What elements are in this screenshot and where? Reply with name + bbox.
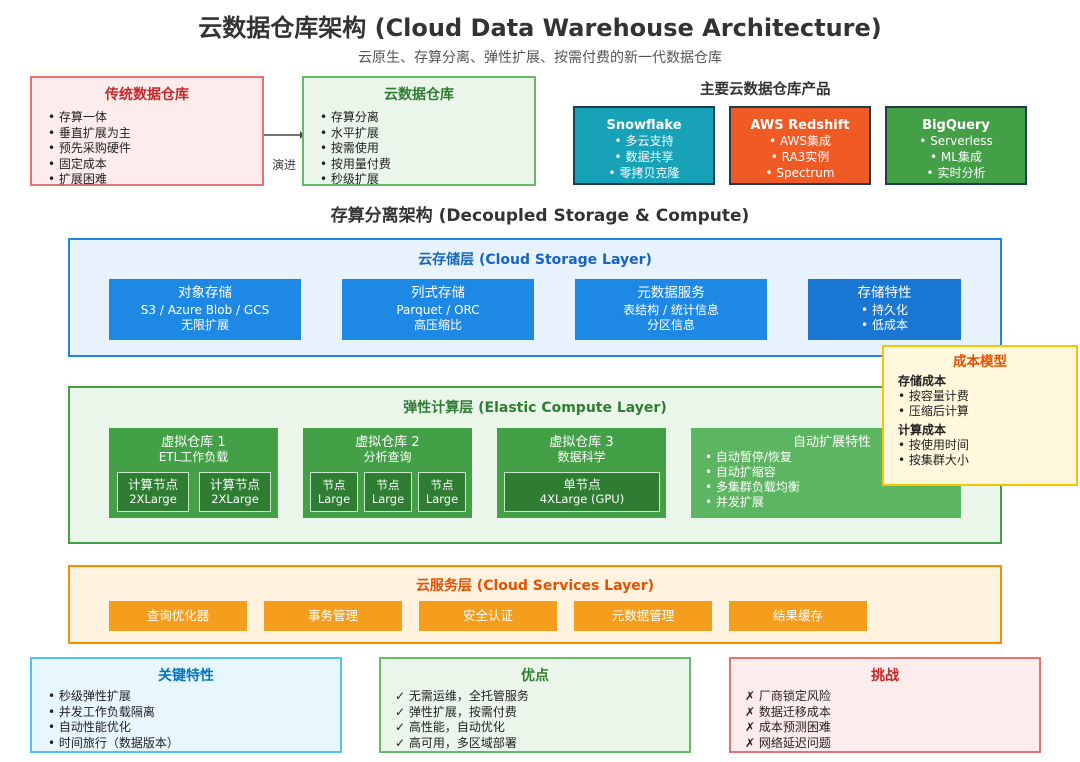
list-item: ✗ 厂商锁定风险 <box>745 689 831 703</box>
list-item: 秒级弹性扩展 <box>48 689 340 705</box>
service-item: 元数据管理 <box>574 601 712 631</box>
list-item: 并发工作负载隔离 <box>48 705 340 721</box>
challenges-panel: 挑战 ✗ 厂商锁定风险 ✗ 数据迁移成本 ✗ 成本预测困难 ✗ 网络延迟问题 <box>729 657 1041 753</box>
list-item: ✗ 数据迁移成本 <box>745 704 831 719</box>
list-item: 按用量付费 <box>320 157 534 173</box>
list-item: ✓ 弹性扩展，按需付费 <box>395 704 517 719</box>
compute-node: 节点 Large <box>310 472 358 512</box>
decoupled-title: 存算分离架构 (Decoupled Storage & Compute) <box>330 206 750 226</box>
storage-card-metadata: 元数据服务 表结构 / 统计信息 分区信息 <box>575 279 767 340</box>
list-item: 时间旅行（数据版本） <box>48 736 340 752</box>
key-features-list: 秒级弹性扩展 并发工作负载隔离 自动性能优化 时间旅行（数据版本） <box>32 689 340 751</box>
compute-node: 节点 Large <box>364 472 412 512</box>
storage-card-columnar: 列式存储 Parquet / ORC 高压缩比 <box>342 279 534 340</box>
cloud-dw-title: 云数据仓库 <box>384 87 454 103</box>
product-bigquery: BigQuery • Serverless • ML集成 • 实时分析 <box>885 106 1027 185</box>
product-snowflake: Snowflake • 多云支持 • 数据共享 • 零拷贝克隆 <box>573 106 715 185</box>
traditional-dw-panel: 传统数据仓库 存算一体 垂直扩展为主 预先采购硬件 固定成本 扩展困难 <box>30 76 264 186</box>
list-item: 秒级扩展 <box>320 172 534 188</box>
list-item: 水平扩展 <box>320 126 534 142</box>
key-features-title: 关键特性 <box>158 668 214 684</box>
challenges-list: ✗ 厂商锁定风险 ✗ 数据迁移成本 ✗ 成本预测困难 ✗ 网络延迟问题 <box>731 689 1039 751</box>
evolve-arrow <box>264 131 304 139</box>
list-item: ✓ 无需运维，全托管服务 <box>395 689 529 703</box>
storage-layer-title: 云存储层 (Cloud Storage Layer) <box>418 252 652 268</box>
key-features-panel: 关键特性 秒级弹性扩展 并发工作负载隔离 自动性能优化 时间旅行（数据版本） <box>30 657 342 753</box>
cloud-dw-panel: 云数据仓库 存算分离 水平扩展 按需使用 按用量付费 秒级扩展 <box>302 76 536 186</box>
storage-card-features: 存储特性 • 持久化 • 低成本 <box>808 279 961 340</box>
compute-node: 节点 Large <box>418 472 466 512</box>
compute-node: 计算节点 2XLarge <box>199 472 271 512</box>
compute-node: 单节点 4XLarge (GPU) <box>504 472 660 512</box>
advantages-list: ✓ 无需运维，全托管服务 ✓ 弹性扩展，按需付费 ✓ 高性能，自动优化 ✓ 高可… <box>381 689 689 751</box>
list-item: 自动性能优化 <box>48 720 340 736</box>
advantages-title: 优点 <box>521 668 549 684</box>
compute-node: 计算节点 2XLarge <box>117 472 189 512</box>
list-item: ✗ 网络延迟问题 <box>745 735 831 750</box>
list-item: ✓ 高可用，多区域部署 <box>395 735 517 750</box>
page-title: 云数据仓库架构 (Cloud Data Warehouse Architectu… <box>198 14 882 42</box>
traditional-dw-list: 存算一体 垂直扩展为主 预先采购硬件 固定成本 扩展困难 <box>32 110 262 188</box>
challenges-title: 挑战 <box>871 668 899 684</box>
product-aws-redshift: AWS Redshift • AWS集成 • RA3实例 • Spectrum <box>729 106 871 185</box>
storage-card-object: 对象存储 S3 / Azure Blob / GCS 无限扩展 <box>109 279 301 340</box>
service-item: 查询优化器 <box>109 601 247 631</box>
list-item: 预先采购硬件 <box>48 141 262 157</box>
cost-model-panel: 成本模型 存储成本 • 按容量计费 • 压缩后计算 计算成本 • 按使用时间 •… <box>882 345 1078 486</box>
list-item: 垂直扩展为主 <box>48 126 262 142</box>
list-item: 固定成本 <box>48 157 262 173</box>
page-subtitle: 云原生、存算分离、弹性扩展、按需付费的新一代数据仓库 <box>358 50 722 66</box>
traditional-dw-title: 传统数据仓库 <box>105 87 189 103</box>
services-layer-title: 云服务层 (Cloud Services Layer) <box>415 578 655 594</box>
list-item: ✓ 高性能，自动优化 <box>395 720 505 734</box>
evolve-label: 演进 <box>272 158 297 172</box>
service-item: 结果缓存 <box>729 601 867 631</box>
service-item: 安全认证 <box>419 601 557 631</box>
products-title: 主要云数据仓库产品 <box>700 82 831 98</box>
advantages-panel: 优点 ✓ 无需运维，全托管服务 ✓ 弹性扩展，按需付费 ✓ 高性能，自动优化 ✓… <box>379 657 691 753</box>
service-item: 事务管理 <box>264 601 402 631</box>
cloud-dw-list: 存算分离 水平扩展 按需使用 按用量付费 秒级扩展 <box>304 110 534 188</box>
list-item: 存算一体 <box>48 110 262 126</box>
list-item: ✗ 成本预测困难 <box>745 720 831 734</box>
cost-model-title: 成本模型 <box>953 354 1007 370</box>
list-item: 存算分离 <box>320 110 534 126</box>
list-item: 扩展困难 <box>48 172 262 188</box>
compute-layer-title: 弹性计算层 (Elastic Compute Layer) <box>403 400 667 416</box>
list-item: 按需使用 <box>320 141 534 157</box>
